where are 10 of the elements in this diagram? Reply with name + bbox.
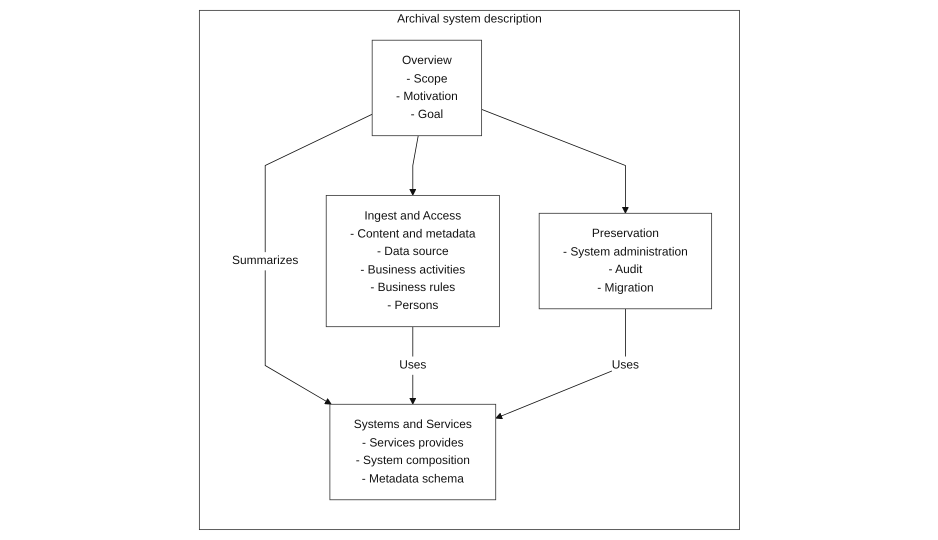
- arrow: [480, 108, 628, 214]
- edge-label: Uses: [398, 358, 426, 372]
- node-box: Overview - Scope - Motivation - Goal: [371, 40, 482, 136]
- edge-label: Uses: [611, 358, 639, 372]
- arrow: [408, 135, 418, 196]
- arrow: [264, 114, 372, 405]
- node-box: Systems and Services - Services provides - System composition - Metadata schema: [329, 404, 496, 500]
- node-box: Ingest and Access - Content and metadata - Data source - Business activities - Business rules - Persons: [325, 194, 500, 328]
- edge-label: Summarizes: [232, 254, 298, 268]
- node-box: Preservation - System administration - Audit - Migration: [538, 212, 712, 310]
